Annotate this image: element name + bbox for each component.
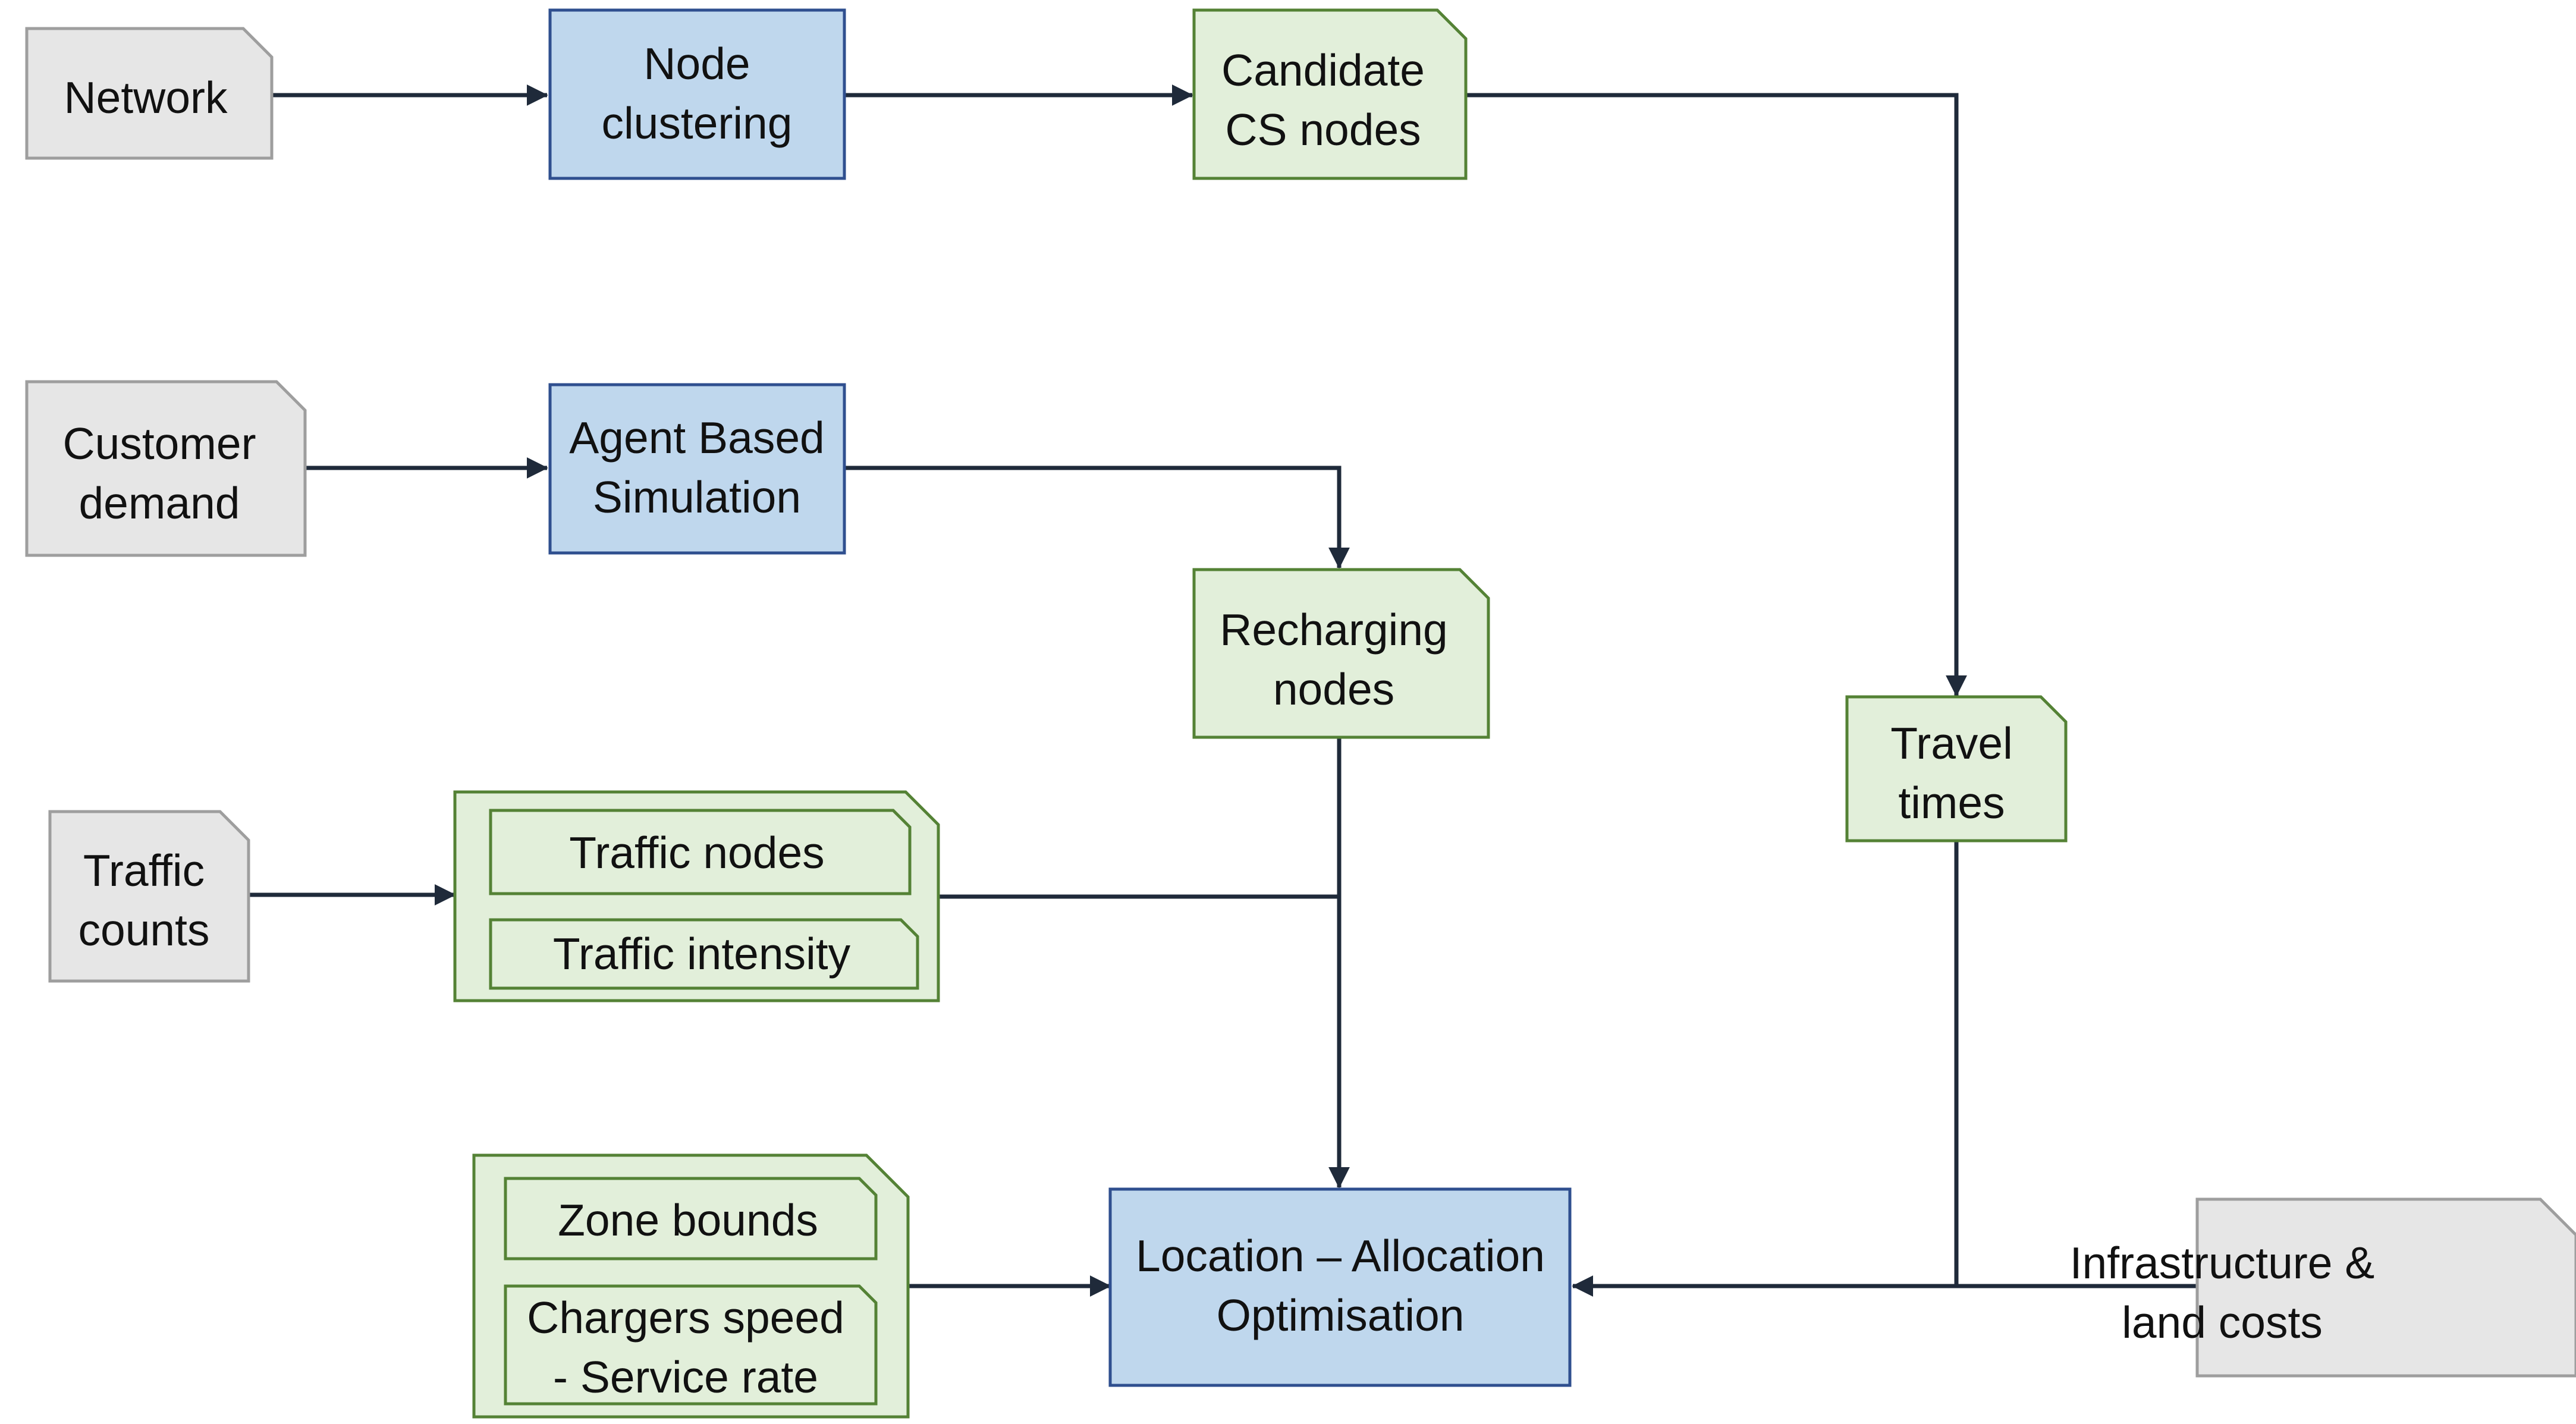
input-node-customer-demand-label-line: Customer [62, 419, 256, 469]
input-node-traffic-counts-shape [48, 810, 250, 983]
data-item-traffic-intensity-label: Traffic intensity [553, 929, 851, 979]
input-node-customer-demand: Customer demand [25, 380, 307, 557]
data-node-travel-times-label: Travel times [1890, 718, 2013, 828]
input-node-infrastructure-costs-label: Infrastructure & land costs [2070, 1238, 2375, 1347]
data-item-zone-bounds-shape [504, 1177, 878, 1260]
input-node-traffic-counts-label: Traffic counts [78, 845, 210, 955]
data-item-zone-bounds-label-line: Zone bounds [558, 1195, 818, 1245]
process-node-agent-simulation-label-line: Agent Based [569, 413, 825, 463]
data-node-candidate-cs-label-line: Candidate [1221, 45, 1425, 95]
data-item-chargers-speed-label-line: Chargers speed [527, 1293, 844, 1343]
input-node-customer-demand-label: Customer demand [62, 419, 256, 528]
input-node-infrastructure-costs-label-line: land costs [2122, 1297, 2323, 1347]
data-node-recharging-label-line: Recharging [1220, 605, 1448, 655]
data-node-recharging-shape [1192, 568, 1490, 739]
edge-simulation-to-recharging [844, 466, 1350, 569]
input-node-traffic-counts-label-line: Traffic [83, 845, 205, 895]
input-node-infrastructure-costs-label-line: Infrastructure & [2070, 1238, 2375, 1288]
input-node-traffic-counts: Traffic counts [48, 810, 250, 983]
data-node-travel-times: Travel times [1845, 695, 2068, 843]
process-node-clustering-label-line: Node [643, 39, 750, 89]
data-node-candidate-cs-shape [1192, 8, 1468, 180]
data-node-travel-times-label-line: Travel [1890, 718, 2013, 768]
data-item-zone-bounds-label: Zone bounds [558, 1195, 818, 1245]
process-node-clustering-shape [548, 8, 846, 180]
process-node-agent-simulation-label-line: Simulation [593, 472, 801, 522]
data-node-candidate-cs-label: Candidate CS nodes [1221, 45, 1425, 155]
data-item-traffic-intensity-shape [489, 918, 919, 990]
data-node-travel-times-label-line: times [1898, 778, 2005, 828]
process-node-optimisation-label-line: Optimisation [1217, 1290, 1465, 1340]
input-node-network-label-line: Network [64, 73, 228, 122]
input-node-network-shape [25, 27, 274, 160]
input-node-customer-demand-label-line: demand [78, 478, 240, 528]
input-node-infrastructure-costs: Infrastructure & land costs [2070, 1197, 2576, 1378]
data-item-chargers-speed-shape [504, 1284, 878, 1406]
data-node-candidate-cs-label-line: CS nodes [1225, 105, 1421, 155]
data-node-travel-times-shape [1845, 695, 2068, 843]
data-item-traffic-nodes-shape [489, 809, 912, 895]
data-item-traffic-intensity-label-line: Traffic intensity [553, 929, 851, 979]
edge-candidates-to-travel-times [1466, 93, 1967, 697]
process-node-optimisation-shape [1108, 1187, 1572, 1387]
data-node-recharging-label: Recharging nodes [1220, 605, 1448, 714]
edges [249, 84, 2197, 1297]
input-node-network: Network [25, 27, 274, 160]
input-node-infrastructure-costs-shape [2195, 1197, 2576, 1378]
data-group-traffic: Traffic nodes Traffic intensity [453, 790, 940, 1002]
data-item-traffic-nodes-label: Traffic nodes [569, 828, 824, 878]
process-node-clustering-label: Node clustering [602, 39, 793, 148]
process-node-optimisation-label-line: Location – Allocation [1136, 1231, 1545, 1281]
data-node-recharging: Recharging nodes [1192, 568, 1490, 739]
data-item-chargers-speed-label-line: - Service rate [553, 1352, 818, 1402]
data-item-traffic-nodes-label-line: Traffic nodes [569, 828, 824, 878]
input-node-traffic-counts-label-line: counts [78, 905, 210, 955]
process-node-agent-simulation-shape [548, 383, 846, 555]
data-node-recharging-label-line: nodes [1273, 664, 1394, 714]
process-node-clustering-label-line: clustering [602, 98, 793, 148]
process-node-clustering: Node clustering [548, 8, 846, 180]
input-node-network-label: Network [64, 73, 228, 122]
data-node-candidate-cs: Candidate CS nodes [1192, 8, 1468, 180]
data-item-chargers-speed-label: Chargers speed - Service rate [527, 1293, 844, 1402]
input-node-customer-demand-shape [25, 380, 307, 557]
data-group-zone: Zone bounds Chargers speed - Service rate [472, 1153, 910, 1419]
